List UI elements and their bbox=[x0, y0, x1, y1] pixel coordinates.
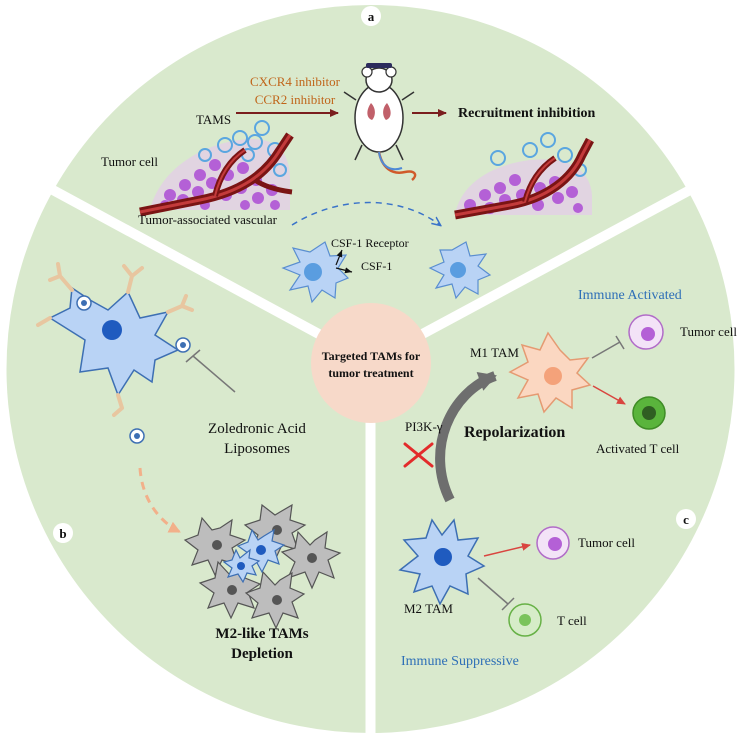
tumor-cell-label-a: Tumor cell bbox=[101, 154, 158, 169]
panel-separators bbox=[37, 178, 706, 738]
liposome-icons bbox=[76, 295, 191, 444]
panel-c-badge-label: c bbox=[683, 512, 689, 527]
tumor-cell-top-label: Tumor cell bbox=[680, 324, 737, 339]
depletion-line1: M2-like TAMs bbox=[215, 626, 308, 642]
inhibitor-line2: CCR2 inhibitor bbox=[255, 92, 336, 107]
activated-t-cell bbox=[632, 396, 666, 430]
vascular-label: Tumor-associated vascular bbox=[138, 212, 278, 227]
immune-activated-label: Immune Activated bbox=[578, 288, 682, 303]
panel-a-badge bbox=[361, 6, 381, 26]
tumor-cell-bottom-label: Tumor cell bbox=[578, 535, 635, 550]
center-circle bbox=[311, 303, 431, 423]
m1-tam-label: M1 TAM bbox=[470, 345, 519, 360]
inhibit-bar-m2 bbox=[501, 597, 515, 611]
m1-tam-cell bbox=[508, 331, 592, 414]
csf-dashed-arrow bbox=[291, 201, 440, 226]
center-hub: Targeted TAMs for tumor treatment bbox=[311, 303, 431, 423]
panel-a: a TAMS Tumor cell Tu bbox=[101, 6, 595, 304]
panel-c: Immune Activated M1 TAM Tumor cell Activ… bbox=[398, 288, 737, 669]
panel-a-badge-label: a bbox=[368, 9, 375, 24]
inhibitor-line1: CXCR4 inhibitor bbox=[250, 74, 341, 89]
receptor-arrow bbox=[335, 249, 343, 266]
zoledronic-line2: Liposomes bbox=[224, 441, 290, 457]
t-cell-label: T cell bbox=[557, 613, 587, 628]
macrophage-csf-right bbox=[428, 241, 492, 300]
m2-tam-label: M2 TAM bbox=[404, 601, 453, 616]
t-cell bbox=[508, 603, 542, 637]
tumor-tissue-left bbox=[139, 120, 294, 217]
inhibit-bar-b bbox=[185, 349, 201, 363]
tumor-cell-bottom bbox=[536, 526, 570, 560]
inhibit-line-m1 bbox=[591, 341, 621, 359]
depletion-arrow bbox=[138, 467, 181, 534]
m2-tumor-arrow bbox=[483, 542, 531, 557]
panel-c-badge bbox=[676, 509, 696, 529]
large-macrophage bbox=[36, 262, 194, 417]
activated-t-cell-label: Activated T cell bbox=[596, 441, 680, 456]
recruitment-inhibition-label: Recruitment inhibition bbox=[458, 106, 595, 121]
tumor-cell-top bbox=[628, 314, 664, 350]
center-title-line2: tumor treatment bbox=[328, 366, 413, 380]
immune-suppressive-label: Immune Suppressive bbox=[401, 654, 519, 669]
inhibit-line-b bbox=[192, 355, 236, 393]
pi3k-label: PI3K-γ bbox=[405, 419, 443, 434]
inhibit-bar-m1 bbox=[615, 335, 625, 350]
panel-b-badge bbox=[53, 523, 73, 543]
activation-arrow bbox=[592, 385, 626, 405]
center-title-line1: Targeted TAMs for bbox=[322, 349, 421, 363]
pi3k-block-mark bbox=[403, 442, 434, 468]
panel-b: Zoledronic Acid Liposomes b M2-like TAMs… bbox=[36, 262, 342, 662]
zoledronic-line1: Zoledronic Acid bbox=[208, 421, 306, 437]
macrophage-csf-left bbox=[281, 241, 350, 304]
repolarization-arrow bbox=[435, 371, 497, 503]
tams-label: TAMS bbox=[196, 112, 231, 127]
depletion-line2: Depletion bbox=[231, 646, 293, 662]
inhibit-line-m2 bbox=[477, 577, 509, 605]
tumor-tissue-right bbox=[454, 132, 594, 220]
csf-arrow bbox=[335, 267, 353, 274]
repolarization-label: Repolarization bbox=[464, 424, 565, 441]
depleted-cluster bbox=[183, 503, 342, 630]
m2-tam-cell bbox=[398, 518, 486, 606]
csf-label: CSF-1 bbox=[361, 259, 392, 273]
panel-b-badge-label: b bbox=[59, 526, 66, 541]
mouse-illustration bbox=[343, 63, 417, 181]
csf-receptor-label: CSF-1 Receptor bbox=[331, 236, 409, 250]
